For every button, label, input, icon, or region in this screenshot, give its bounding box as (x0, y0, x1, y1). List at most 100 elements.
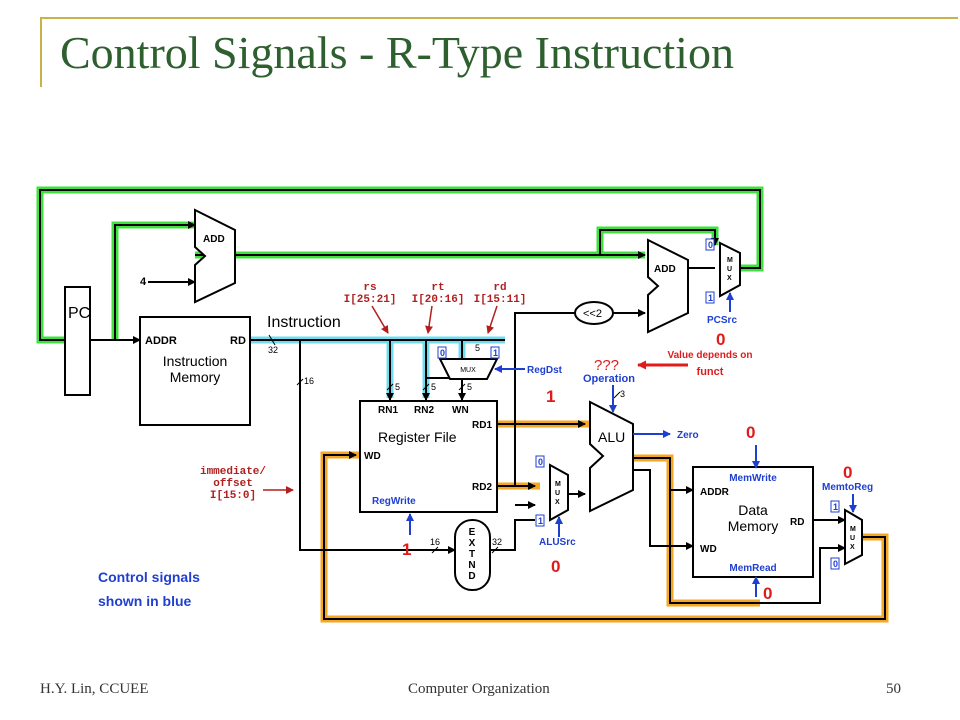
memread-value: 0 (763, 584, 772, 603)
bus-label-rd: 5 (475, 343, 480, 353)
regwrite-label: RegWrite (372, 496, 416, 507)
pc-mux-letter-x: X (727, 275, 732, 282)
extend-letter-3: T (469, 549, 475, 560)
register-file (359, 400, 498, 513)
zero-label: Zero (677, 430, 699, 441)
reg-rd2: RD2 (472, 482, 492, 493)
regdst-value: 1 (546, 387, 555, 406)
memtoreg-mux-letter-u: U (850, 535, 855, 542)
bus-width-ticks (268, 334, 621, 554)
memtoreg-mux-in0: 0 (833, 559, 838, 569)
alusrc-mux-in0-box (535, 455, 545, 468)
field-imm-line1: immediate/ (200, 466, 266, 478)
extend-letter-4: N (468, 560, 475, 571)
reg-file-title: Register File (378, 429, 457, 445)
sign-extend (454, 519, 491, 591)
legend-line1: Control signals (98, 569, 200, 585)
bus-label-wn: 5 (467, 382, 472, 392)
pc-mux-in1-box (705, 291, 715, 304)
legend-line2: shown in blue (98, 593, 192, 609)
pc-mux-in1: 1 (708, 293, 713, 303)
data-mem-title-1: Data (738, 502, 768, 518)
field-rs-bits: I[25:21] (344, 294, 397, 306)
alusrc-label: ALUSrc (539, 537, 576, 548)
shift-left-2-label: <<2 (583, 308, 602, 320)
extend-letter-1: E (469, 527, 476, 538)
slide-frame-left (40, 17, 42, 87)
instr-mem-addr: ADDR (145, 335, 177, 347)
regwrite-value: 1 (402, 540, 411, 559)
pc-mux-letter-u: U (727, 266, 732, 273)
memread-label: MemRead (729, 563, 776, 574)
field-imm-line2: offset (213, 478, 253, 490)
memwrite-value: 0 (746, 423, 755, 442)
bus-width-labels: 32 16 5 5 5 5 16 32 3 (268, 343, 625, 547)
reg-rn1: RN1 (378, 405, 398, 416)
memtoreg-mux (844, 508, 863, 566)
operation-label: Operation (583, 373, 635, 385)
reg-rn2: RN2 (414, 405, 434, 416)
alusrc-mux-letter-m: M (555, 481, 561, 488)
alusrc-mux-in1-box (535, 514, 545, 527)
field-rd-bits: I[15:11] (474, 294, 527, 306)
memtoreg-mux-in0-box (830, 557, 840, 570)
memtoreg-mux-in1: 1 (833, 502, 838, 512)
data-mem-addr: ADDR (700, 487, 730, 498)
slide-frame-top (40, 17, 958, 19)
bus-label-ext-in: 16 (430, 537, 440, 547)
bus-label-ext-out: 32 (492, 537, 502, 547)
instruction-memory (139, 316, 251, 426)
data-mem-rd: RD (790, 517, 804, 528)
alusrc-value: 0 (551, 557, 560, 576)
alusrc-mux (549, 463, 569, 522)
memwrite-label: MemWrite (729, 473, 777, 484)
pcsrc-value: 0 (716, 330, 725, 349)
bus-label-rn1: 5 (395, 382, 400, 392)
memtoreg-mux-letter-x: X (850, 544, 855, 551)
constant-four: 4 (140, 276, 147, 288)
reg-rd1: RD1 (472, 420, 492, 431)
reg-wn: WN (452, 405, 469, 416)
funct-note-line2: funct (697, 366, 724, 378)
memtoreg-value: 0 (843, 463, 852, 482)
pc-register (64, 286, 91, 396)
footer-course: Computer Organization (408, 681, 550, 697)
data-mem-title-2: Memory (728, 518, 779, 534)
slide-title: Control Signals - R-Type Instruction (60, 27, 734, 78)
field-rd-name: rd (493, 282, 506, 294)
field-imm-line3: I[15:0] (210, 490, 256, 502)
alu (589, 400, 634, 513)
footer-page-number: 50 (886, 681, 901, 697)
bus-label-16: 16 (304, 376, 314, 386)
instruction-label: Instruction (267, 314, 341, 331)
alusrc-mux-letter-x: X (555, 499, 560, 506)
alusrc-mux-in1: 1 (538, 516, 543, 526)
field-rs-name: rs (363, 282, 376, 294)
branch-adder (647, 238, 689, 334)
regdst-mux-in1-box (490, 346, 500, 359)
shift-left-2 (574, 301, 614, 325)
reg-wd: WD (364, 451, 381, 462)
operation-value: ??? (594, 357, 619, 374)
pc-mux-in0-box (705, 238, 715, 251)
field-rt-name: rt (431, 282, 444, 294)
pc-adder (194, 208, 236, 304)
bus-label-rn2: 5 (431, 382, 436, 392)
alusrc-mux-in0: 0 (538, 457, 543, 467)
memtoreg-mux-letter-m: M (850, 526, 856, 533)
alusrc-mux-letter-u: U (555, 490, 560, 497)
field-arrows (263, 305, 498, 494)
alu-label: ALU (598, 429, 625, 445)
instr-mem-title-2: Memory (170, 369, 221, 385)
pc-adder-label: ADD (203, 234, 225, 245)
regdst-mux (438, 358, 499, 380)
funct-note-line1: Value depends on (667, 350, 752, 361)
branch-adder-label: ADD (654, 264, 676, 275)
footer-author: H.Y. Lin, CCUEE (40, 681, 149, 697)
regdst-label: RegDst (527, 365, 563, 376)
memtoreg-label: MemtoReg (822, 482, 873, 493)
extend-letter-2: X (469, 538, 476, 549)
regdst-mux-in0: 0 (440, 348, 445, 358)
field-rt-bits: I[20:16] (412, 294, 465, 306)
